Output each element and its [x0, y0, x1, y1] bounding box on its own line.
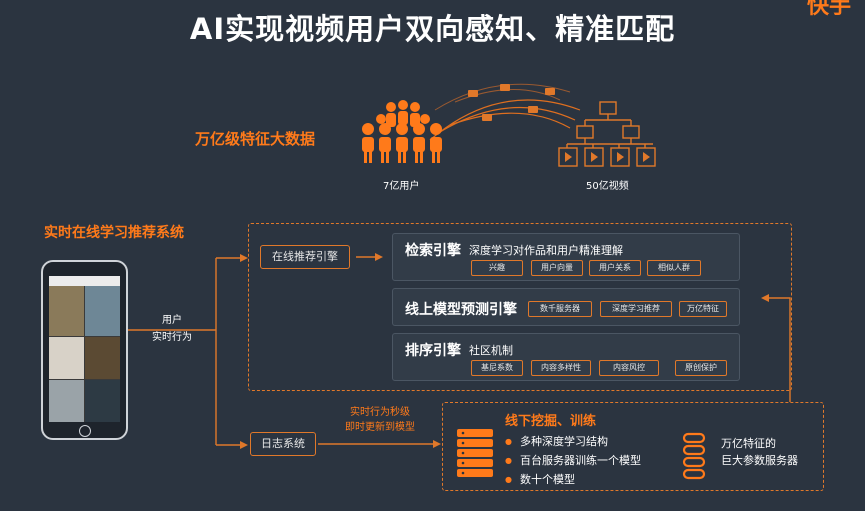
users-group-icon [362, 100, 442, 163]
retrieval-engine-panel: 检索引擎 深度学习对作品和用户精准理解 兴趣 用户向量 用户关系 相似人群 [392, 233, 740, 281]
offline-training-container: 线下挖掘、训练 多种深度学习结构 百台服务器训练一个模型 数十个模型 万亿特征的… [442, 402, 824, 491]
retrieval-engine-title: 检索引擎 [405, 243, 461, 259]
feed-thumbnail [85, 337, 120, 379]
connector-lines-left [128, 254, 248, 449]
engine-tag: 万亿特征 [679, 301, 727, 317]
offline-bullet-list: 多种深度学习结构 百台服务器训练一个模型 数十个模型 [505, 433, 641, 490]
feed-thumbnail [85, 286, 120, 336]
prediction-engine-title: 线上模型预测引擎 [405, 302, 517, 318]
phone-screen [49, 276, 120, 422]
online-system-container [248, 223, 792, 391]
prediction-engine-panel: 线上模型预测引擎 数千服务器 深度学习推荐 万亿特征 [392, 288, 740, 326]
engine-tag: 兴趣 [471, 260, 523, 276]
arrow-right-icon [356, 253, 383, 261]
server-stack-icon [457, 429, 493, 477]
engine-tag: 用户关系 [589, 260, 641, 276]
engine-tag: 基尼系数 [471, 360, 523, 376]
kuaishou-logo: 快手 [807, 0, 851, 20]
feed-thumbnail [49, 286, 84, 336]
user-behavior-label: 用户 实时行为 [152, 315, 192, 343]
offline-title: 线下挖掘、训练 [505, 414, 597, 429]
videos-tree-icon [558, 101, 656, 167]
online-engine-box: 在线推荐引擎 [260, 245, 350, 269]
feedback-arrow [761, 294, 791, 402]
system-title: 实时在线学习推荐系统 [44, 225, 184, 241]
engine-tag: 用户向量 [531, 260, 583, 276]
feed-thumbnail [49, 380, 84, 422]
users-count-label: 7亿用户 [383, 181, 420, 192]
feed-thumbnail [49, 337, 84, 379]
flow-arcs [429, 83, 581, 141]
ranking-engine-subtitle: 社区机制 [469, 344, 513, 357]
log-system-box: 日志系统 [250, 432, 316, 456]
engine-tag: 原创保护 [675, 360, 727, 376]
engine-tag: 相似人群 [647, 260, 701, 276]
parameter-server-icon [682, 432, 706, 480]
phone-home-button [79, 425, 91, 437]
retrieval-engine-subtitle: 深度学习对作品和用户精准理解 [469, 244, 623, 257]
offline-bullet: 数十个模型 [505, 471, 641, 487]
offline-bullet: 多种深度学习结构 [505, 433, 641, 449]
engine-tag: 数千服务器 [528, 301, 592, 317]
feed-thumbnail [85, 380, 120, 422]
log-update-note: 实时行为秒级 即时更新到模型 [345, 407, 415, 433]
ranking-engine-panel: 排序引擎 社区机制 基尼系数 内容多样性 内容风控 原创保护 [392, 333, 740, 381]
phone-status-bar [49, 276, 120, 286]
slide-title: AI实现视频用户双向感知、精准匹配 [189, 12, 676, 46]
logo-text: 快手 [806, 0, 851, 19]
engine-tag: 内容风控 [599, 360, 659, 376]
arrow-right-icon [318, 440, 441, 448]
videos-count-label: 50亿视频 [586, 181, 629, 192]
phone-frame [41, 260, 128, 440]
engine-tag: 内容多样性 [531, 360, 591, 376]
big-data-label: 万亿级特征大数据 [195, 130, 316, 148]
parameter-server-label: 万亿特征的 巨大参数服务器 [721, 437, 798, 467]
offline-bullet: 百台服务器训练一个模型 [505, 452, 641, 468]
engine-tag: 深度学习推荐 [600, 301, 672, 317]
ranking-engine-title: 排序引擎 [405, 343, 461, 359]
